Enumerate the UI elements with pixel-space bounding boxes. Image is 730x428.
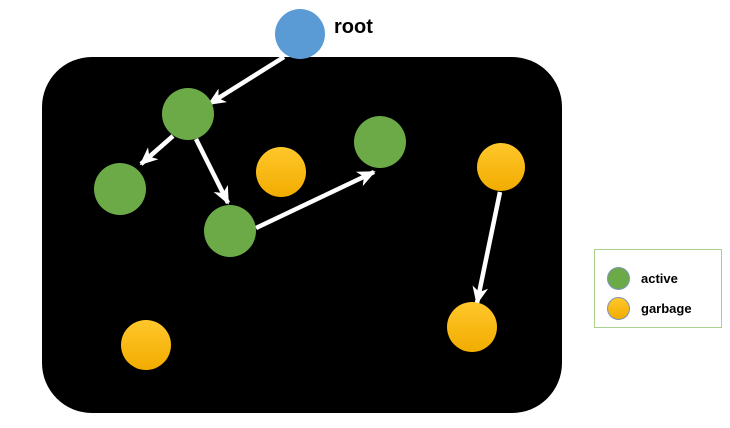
node-active-3 bbox=[204, 205, 256, 257]
legend-label-garbage: garbage bbox=[641, 300, 692, 316]
node-active-2 bbox=[94, 163, 146, 215]
heap-region bbox=[42, 57, 562, 413]
active-swatch-icon bbox=[607, 266, 630, 290]
legend-item-active: active bbox=[595, 263, 721, 293]
node-garbage-2 bbox=[477, 143, 525, 191]
node-active-1 bbox=[162, 88, 214, 140]
node-root bbox=[275, 9, 325, 59]
node-garbage-1 bbox=[256, 147, 306, 197]
legend-box: active garbage bbox=[594, 249, 722, 328]
legend-label-active: active bbox=[641, 270, 678, 286]
legend-item-garbage: garbage bbox=[595, 293, 721, 323]
root-node-label: root bbox=[334, 16, 373, 38]
garbage-swatch-icon bbox=[607, 296, 630, 320]
node-garbage-4 bbox=[121, 320, 171, 370]
node-garbage-3 bbox=[447, 302, 497, 352]
node-active-4 bbox=[354, 116, 406, 168]
